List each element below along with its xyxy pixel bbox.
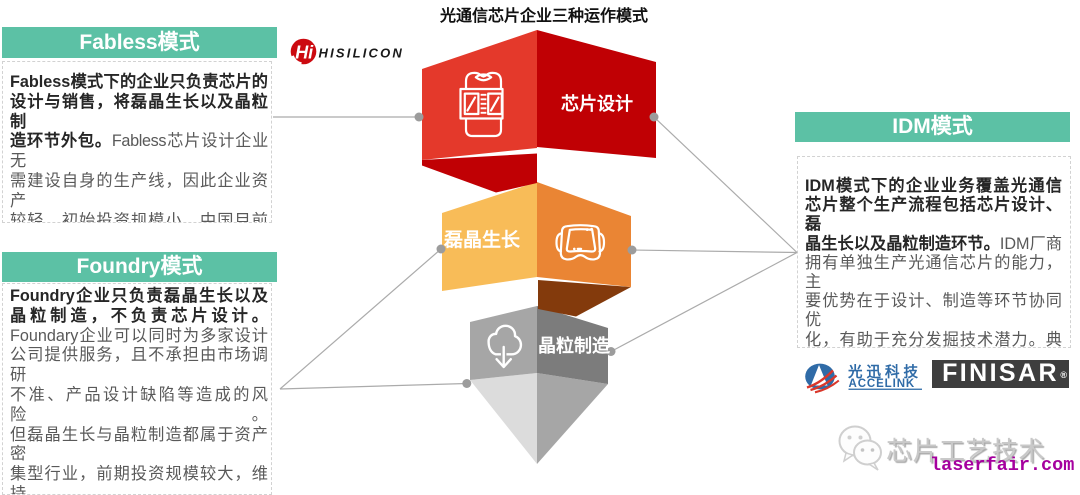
svg-text:芯片设计: 芯片设计 bbox=[561, 93, 633, 114]
svg-text:HISILICON: HISILICON bbox=[319, 46, 405, 61]
svg-text:晶粒制造: 晶粒制造 bbox=[538, 335, 610, 356]
svg-text:ACCELINK: ACCELINK bbox=[849, 378, 916, 390]
svg-text:Hi: Hi bbox=[295, 43, 314, 63]
svg-text:光迅科技: 光迅科技 bbox=[847, 363, 922, 381]
svg-text:磊晶生长: 磊晶生长 bbox=[443, 228, 521, 251]
